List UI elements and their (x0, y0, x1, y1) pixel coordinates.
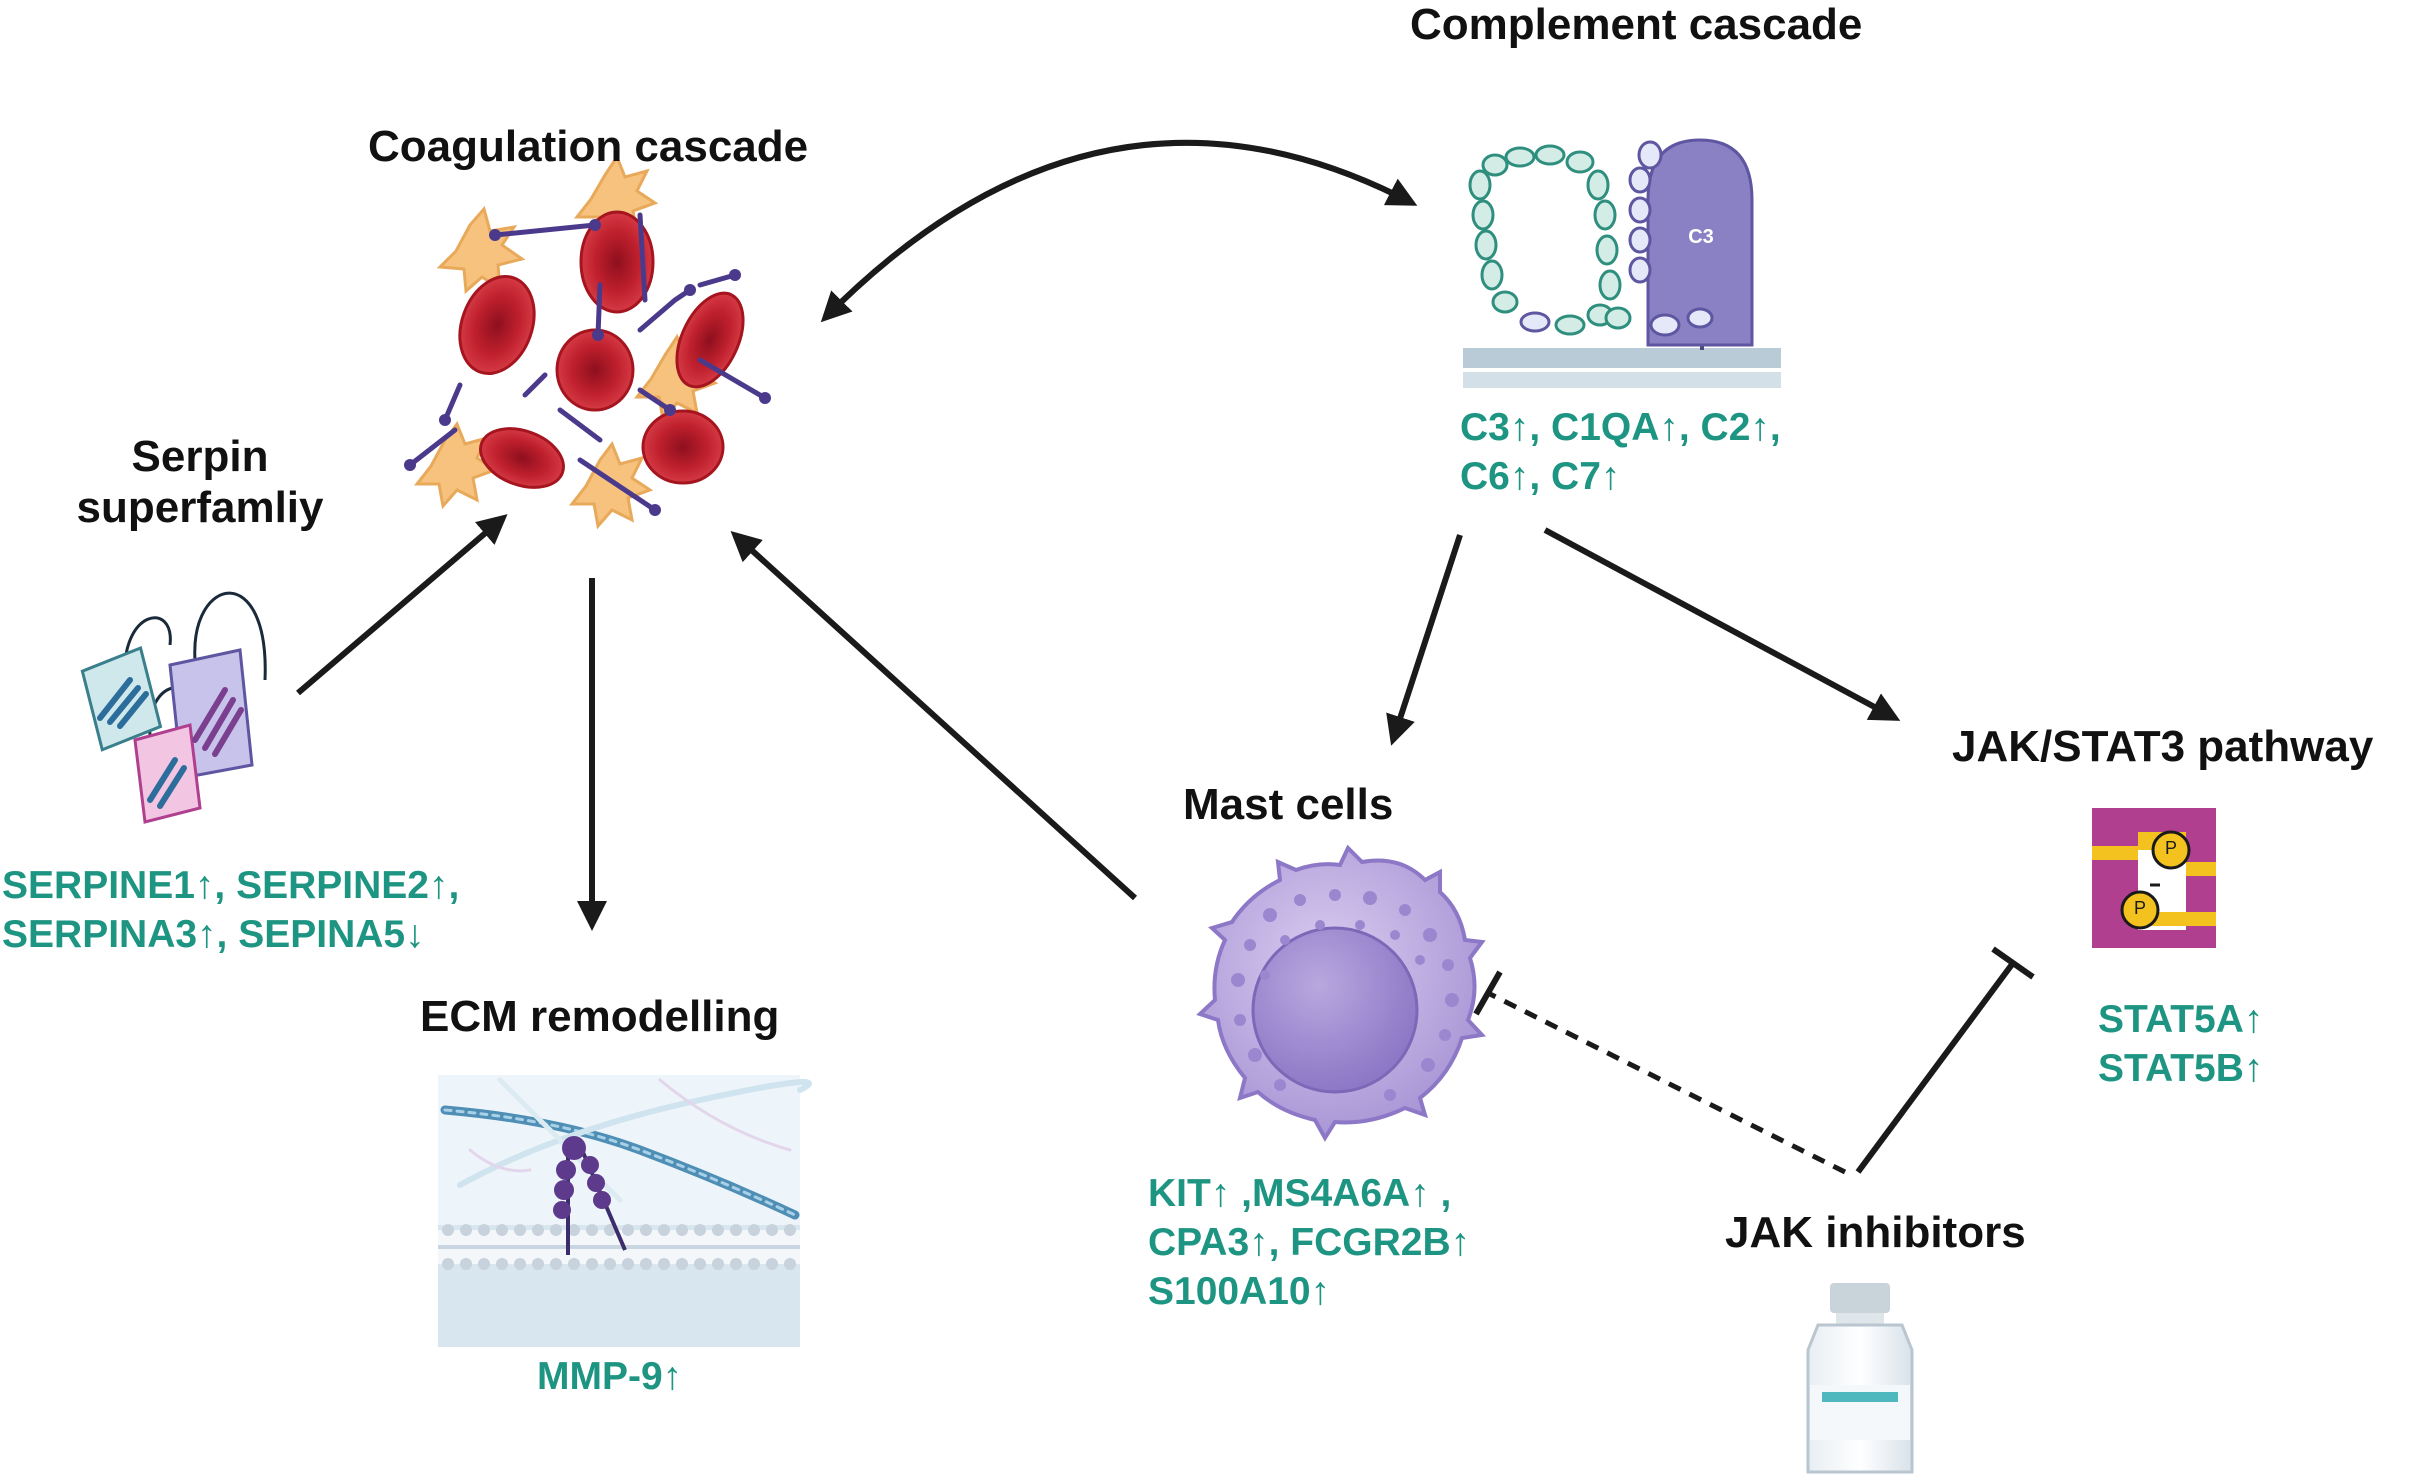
ecm-title: ECM remodelling (420, 992, 780, 1041)
gene-line: STAT5A↑ (2098, 998, 2264, 1041)
inhibitor-jak-stat (1855, 946, 2035, 1174)
integrin (553, 1136, 627, 1255)
mast-cell-genes: KIT↑ ,MS4A6A↑ , CPA3↑, FCGR2B↑ S100A10↑ (1148, 1170, 1470, 1316)
gene-line: S100A10↑ (1148, 1269, 1331, 1313)
membrane-top (1463, 348, 1781, 368)
serpin-title: Serpin superfamliy (50, 432, 350, 533)
stat-dimer-illustration (2092, 808, 2216, 948)
arrow-coagulation-complement (820, 139, 1418, 323)
arrow-complement-jakstat (1543, 527, 1901, 721)
lipid-bilayer (438, 1224, 800, 1270)
fibrin-strands (407, 212, 768, 513)
red-blood-cells (458, 210, 745, 489)
membrane-bottom (1463, 372, 1781, 388)
serpin-illustration (80, 591, 267, 824)
serpin-title-line: superfamliy (76, 482, 324, 532)
complement-title: Complement cascade (1410, 0, 1863, 49)
gene-line: C3↑, C1QA↑, C2↑, (1460, 406, 1781, 449)
gene-line: SERPINE1↑, SERPINE2↑, (2, 864, 460, 907)
complement-genes: C3↑, C1QA↑, C2↑, C6↑, C7↑ (1460, 404, 1781, 502)
c3-protein-label: C3 (1688, 226, 1714, 248)
fibrin-knots (404, 219, 771, 516)
mast-nucleus (1251, 926, 1419, 1094)
clot-illustration (404, 153, 771, 530)
serpin-genes: SERPINE1↑, SERPINE2↑, SERPINA3↑, SEPINA5… (2, 862, 459, 960)
gene-line: CPA3↑, FCGR2B↑ (1148, 1220, 1471, 1264)
arrow-complement-mast (1386, 534, 1463, 746)
c3-protein-shape (1646, 138, 1754, 347)
ecm-illustration (438, 1075, 812, 1347)
granules (1231, 889, 1459, 1101)
gene-line: C6↑, C7↑ (1460, 454, 1621, 498)
jak-inhibitors-title: JAK inhibitors (1725, 1208, 2026, 1257)
stat-genes: STAT5A↑ STAT5B↑ (2098, 996, 2263, 1094)
gene-line: STAT5B↑ (2098, 1046, 2264, 1090)
phospho-label: P (2164, 838, 2177, 858)
mast-cell-illustration (1196, 844, 1487, 1142)
arrow-serpin-coagulation (296, 514, 508, 696)
complement-ring (1468, 144, 1632, 336)
vial-illustration (1806, 1283, 1914, 1474)
connectors (296, 139, 2035, 1175)
serpin-title-line: Serpin (131, 432, 269, 481)
gene-line: MMP-9↑ (537, 1355, 683, 1398)
gene-line: KIT↑ ,MS4A6A↑ , (1148, 1172, 1452, 1215)
phospho-label: P (2133, 898, 2146, 918)
collagen-fibers (440, 1077, 812, 1220)
ecm-genes: MMP-9↑ (537, 1353, 682, 1402)
complement-illustration (1463, 138, 1781, 388)
coagulation-title: Coagulation cascade (368, 122, 809, 171)
mast-cells-title: Mast cells (1183, 780, 1394, 829)
arrow-mast-coagulation (730, 530, 1138, 901)
jak-stat-title: JAK/STAT3 pathway (1952, 722, 2374, 771)
inhibitor-jak-mast (1473, 970, 1847, 1175)
gene-line: SERPINA3↑, SEPINA5↓ (2, 912, 425, 956)
c3-domains (1628, 140, 1714, 337)
